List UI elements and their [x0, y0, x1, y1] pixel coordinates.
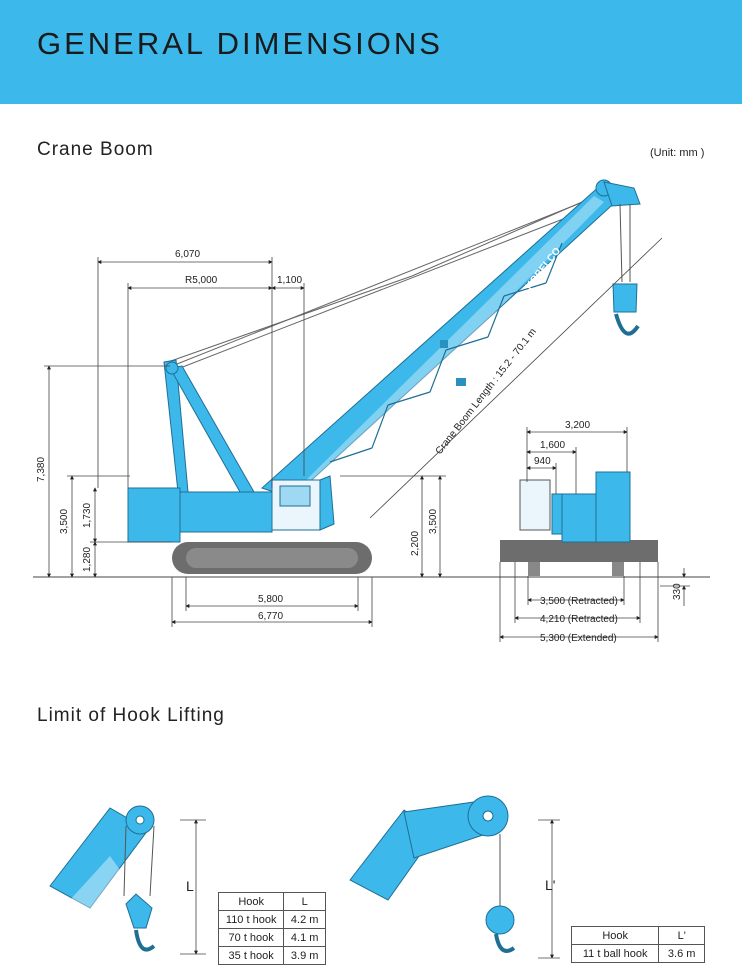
crane-front-view — [500, 471, 658, 576]
dim-1280: 1,280 — [82, 547, 93, 572]
hook-label-left: L — [186, 878, 194, 894]
crane-side-view: KOBELCO Crane Boom Length : 15.2 - 70.1 … — [33, 179, 710, 578]
hook-label-right: L' — [545, 877, 555, 893]
dim-940: 940 — [534, 456, 551, 467]
section-title-crane-boom: Crane Boom — [37, 139, 154, 160]
dim-7380: 7,380 — [36, 457, 47, 482]
table-header: Hook — [570, 926, 660, 945]
dimensions-front — [499, 427, 690, 642]
dim-1100: 1,100 — [277, 275, 302, 286]
main-hook — [612, 203, 640, 336]
table-header: L — [283, 892, 326, 911]
header-banner: GENERAL DIMENSIONS — [0, 0, 742, 104]
hook-diagram-right — [349, 795, 560, 959]
dim-1730: 1,730 — [82, 503, 93, 528]
unit-label: (Unit: mm ) — [650, 147, 705, 159]
table-header: Hook — [217, 892, 285, 911]
page-title: GENERAL DIMENSIONS — [37, 26, 443, 61]
boom-length-line — [369, 237, 663, 519]
dim-3500-retracted: 3,500 (Retracted) — [540, 596, 618, 607]
table-row: 110 t hook 4.2 m — [217, 910, 326, 929]
dim-6770: 6,770 — [258, 611, 283, 622]
dim-5800: 5,800 — [258, 594, 283, 605]
section-title-hook-limit: Limit of Hook Lifting — [37, 705, 225, 726]
table-row: 70 t hook 4.1 m — [217, 928, 326, 947]
dim-3500-mid: 3,500 — [428, 509, 439, 534]
hook-diagram-left — [49, 805, 206, 955]
dimensions-side — [44, 257, 446, 627]
dim-4210-retracted: 4,210 (Retracted) — [540, 614, 618, 625]
hook-table-right: Hook L' 11 t ball hook 3.6 m — [570, 926, 705, 963]
dim-6070: 6,070 — [175, 249, 200, 260]
dim-5300-extended: 5,300 (Extended) — [540, 633, 617, 644]
dim-330: 330 — [672, 583, 683, 600]
boom: KOBELCO — [261, 179, 641, 499]
hook-table-left: Hook L 110 t hook 4.2 m 70 t hook 4.1 m … — [217, 892, 326, 965]
table-header: L' — [658, 926, 705, 945]
dim-r5000: R5,000 — [185, 275, 218, 286]
dim-2200: 2,200 — [410, 531, 421, 556]
gantry — [163, 359, 255, 493]
dim-3200: 3,200 — [565, 420, 590, 431]
upper-structure — [127, 475, 335, 543]
crawler-track — [172, 542, 372, 574]
table-row: 35 t hook 3.9 m — [217, 946, 326, 965]
dim-1600: 1,600 — [540, 440, 565, 451]
dim-3500-left: 3,500 — [59, 509, 70, 534]
pendant-lines — [167, 191, 613, 371]
table-row: 11 t ball hook 3.6 m — [570, 944, 705, 963]
